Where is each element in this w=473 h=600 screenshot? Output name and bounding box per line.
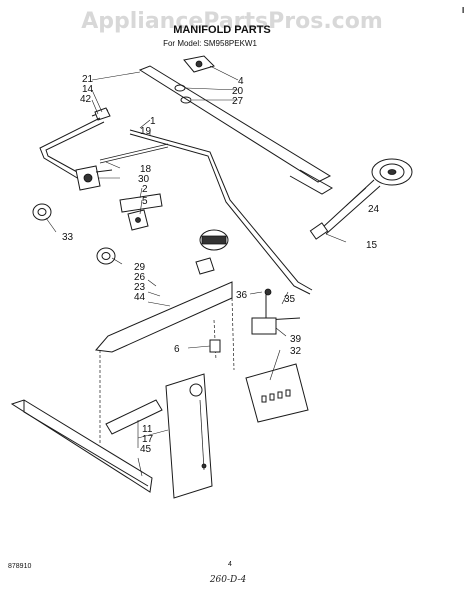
- watermark: AppliancePartsPros.com: [81, 9, 383, 34]
- corner-mark: I: [462, 6, 464, 15]
- callout-18: 18: [140, 164, 152, 175]
- mounting-bracket: [105, 399, 163, 435]
- callout-19: 19: [140, 126, 152, 137]
- orifice-fittings: [174, 84, 192, 104]
- footer-code: 878910: [8, 563, 31, 570]
- callout-2: 2: [142, 184, 148, 195]
- callout-39: 39: [290, 334, 302, 345]
- callout-5: 5: [142, 196, 148, 207]
- model-subtitle: For Model: SM958PEKW1: [163, 39, 257, 48]
- front-trim-panel: [10, 399, 153, 493]
- callout-11: 11: [142, 424, 153, 435]
- diagram-title: MANIFOLD PARTS: [173, 24, 271, 36]
- footer-page-number: 4: [228, 561, 232, 568]
- callout-24: 24: [368, 204, 380, 215]
- burner-cap-part: [183, 55, 215, 73]
- supply-tube: [129, 129, 313, 295]
- spark-module: [245, 363, 309, 423]
- callout-26: 26: [134, 272, 146, 283]
- callout-6: 6: [174, 344, 180, 355]
- callout-42: 42: [80, 94, 92, 105]
- pressure-regulator: [251, 288, 301, 335]
- back-panel: [165, 373, 213, 499]
- callout-20: 20: [232, 86, 244, 97]
- callout-23: 23: [134, 282, 146, 293]
- control-panel-bracket: [95, 281, 235, 445]
- callout-33: 33: [62, 232, 74, 243]
- callout-44: 44: [134, 292, 146, 303]
- callout-14: 14: [82, 84, 94, 95]
- burner-knob: [96, 247, 116, 265]
- callout-15: 15: [366, 240, 378, 251]
- valve-orifice: [209, 319, 221, 361]
- valve-brackets: [119, 193, 163, 231]
- callout-labels: 21 14 42 4 20 27 1 19 18 30 2 5 33 24 15…: [62, 74, 380, 455]
- callout-35: 35: [284, 294, 296, 305]
- callout-45: 45: [140, 444, 152, 455]
- callout-30: 30: [138, 174, 150, 185]
- callout-29: 29: [134, 262, 146, 273]
- control-knob: [32, 203, 52, 221]
- leader-lines: [45, 65, 367, 477]
- callout-32: 32: [290, 346, 302, 357]
- burner-valve: [75, 165, 113, 191]
- callout-17: 17: [142, 434, 154, 445]
- callout-21: 21: [82, 74, 94, 85]
- top-bracket: [138, 65, 333, 195]
- callout-4: 4: [238, 76, 244, 87]
- handwritten-note: 260-D-4: [209, 575, 247, 585]
- surface-burner: [309, 158, 413, 240]
- manifold-pipe: [39, 107, 111, 183]
- callout-36: 36: [236, 290, 248, 301]
- igniter-switch: [195, 229, 229, 275]
- pilot-tube: [99, 143, 169, 164]
- callout-27: 27: [232, 96, 244, 107]
- callout-1: 1: [150, 116, 156, 127]
